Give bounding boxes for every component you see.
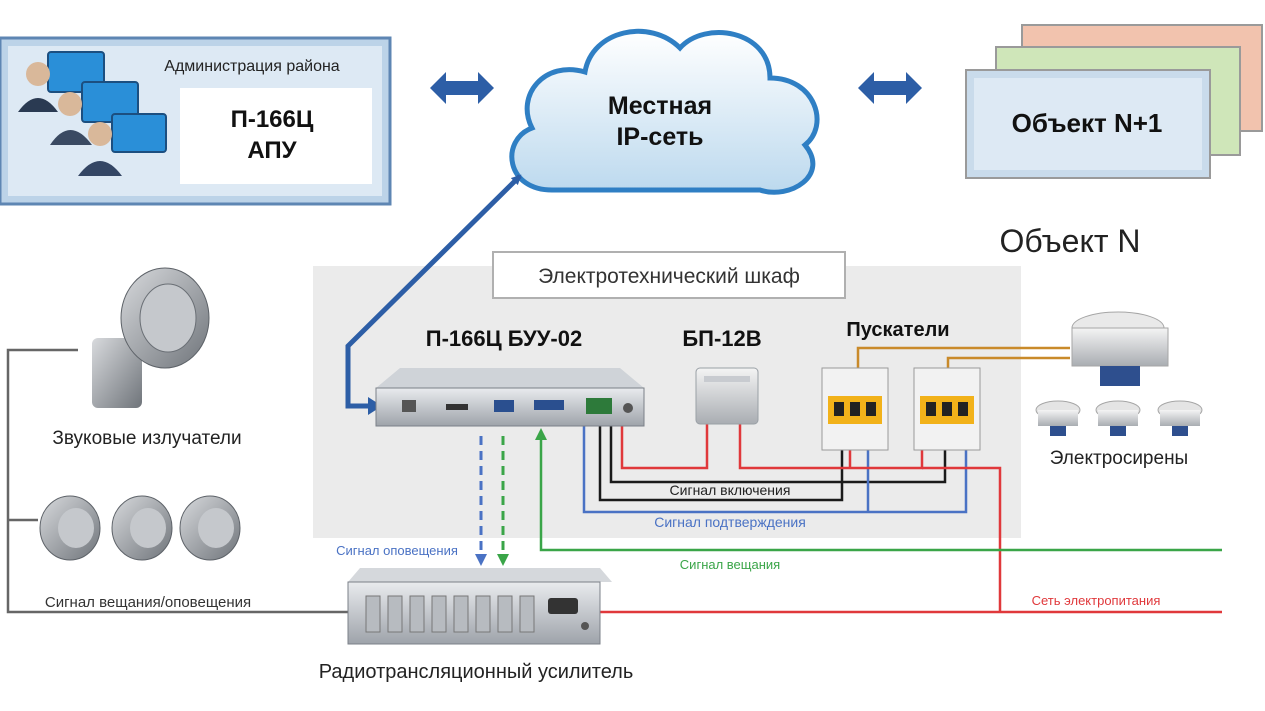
signal-broadcast-label: Сигнал вещания [680,557,780,572]
cloud-line1: Местная [608,92,712,120]
object-n-label: Объект N [1000,223,1141,259]
electrosiren-small-icon [1035,400,1203,436]
alert-arrowhead-blue [475,554,487,566]
amplifier-label: Радиотрансляционный усилитель [319,661,634,683]
signal-wires [6,346,1222,614]
starter-2 [913,367,981,451]
network-link-arrow [345,174,522,409]
network-link-arrowhead-left [368,397,382,415]
controller-device [375,368,645,427]
double-arrow-right-icon [858,72,922,104]
controller-label: П-166Ц БУУ-02 [426,326,582,351]
admin-device-line2: АПУ [247,137,297,164]
signal-enable-label: Сигнал включения [670,482,791,498]
double-arrow-left-icon [430,72,494,104]
signal-mains-label: Сеть электропитания [1032,593,1161,608]
signal-alert-label: Сигнал оповещения [336,543,458,558]
cloud-line2: IP-сеть [616,123,703,151]
admin-device-line1: П-166Ц [231,106,314,133]
signal-confirm-label: Сигнал подтверждения [654,514,806,530]
power-supply-label: БП-12В [682,326,761,351]
ip-network-cloud: Местная IP-сеть [509,28,820,195]
object-next-stack: Объект N+1 [965,24,1263,179]
starters-label: Пускатели [846,319,949,341]
starter-1 [821,367,889,451]
amplifier-device [347,568,612,645]
green-arrowhead [535,428,547,440]
admin-caption: Администрация района [164,58,340,75]
power-supply-device [695,367,759,425]
admin-panel: Администрация района П-166Ц АПУ [0,36,392,206]
loudspeakers-label: Звуковые излучатели [52,428,241,449]
electrosiren-large-icon [1071,311,1169,386]
cabinet-title-box [492,251,846,299]
alert-arrowhead-green [497,554,509,566]
signal-broadcast-alert-label: Сигнал вещания/оповещения [45,594,251,611]
cabinet-title: Электротехнический шкаф [538,265,800,288]
sirens-label: Электросирены [1050,448,1188,469]
loudspeaker-group-icon [39,495,241,561]
operators-icon [18,51,167,176]
object-next-label: Объект N+1 [1012,108,1163,138]
loudspeaker-large-icon [92,267,210,408]
